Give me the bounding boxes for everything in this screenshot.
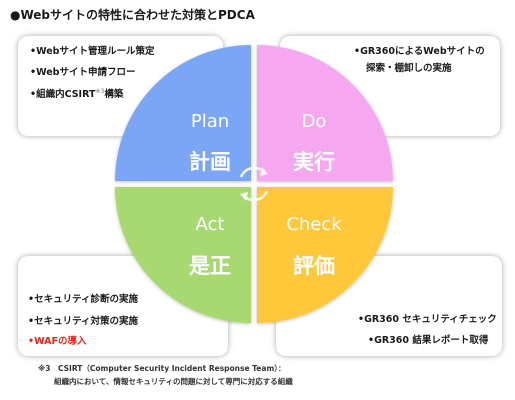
footnote-csirt-definition: 組織内において、情報セキュリティの問題に対して専門に対応する組織 xyxy=(54,377,293,386)
plan-label-en: Plan xyxy=(190,111,230,132)
act-label-ja: 是正 xyxy=(189,254,231,278)
act-item-waf: •WAFの導入 xyxy=(28,336,87,347)
plan-item-flow: •Webサイト申請フロー xyxy=(30,67,136,78)
footnote-csirt: ※3 CSIRT（Computer Security Incident Resp… xyxy=(38,364,286,373)
plan-item-csirt-suffix: 構築 xyxy=(104,89,124,101)
plan-item-csirt-label: •組織内CSIRT xyxy=(30,89,96,101)
plan-item-csirt: •組織内CSIRT※3構築 xyxy=(30,88,123,101)
check-quadrant xyxy=(257,187,393,323)
act-item-diagnosis: •セキュリティ診断の実施 xyxy=(28,294,139,305)
act-label-en: Act xyxy=(195,214,225,235)
do-item-inventory: 探索・棚卸しの実施 xyxy=(366,63,452,74)
act-quadrant xyxy=(115,187,251,323)
circular-arrows-icon xyxy=(239,166,269,202)
plan-quadrant xyxy=(115,45,251,181)
act-item-measures: •セキュリティ対策の実施 xyxy=(28,316,139,327)
do-label-en: Do xyxy=(301,111,327,132)
check-item-report: •GR360 結果レポート取得 xyxy=(368,335,489,346)
plan-item-rules: •Webサイト管理ルール策定 xyxy=(30,46,155,57)
do-label-ja: 実行 xyxy=(293,150,335,174)
do-item-discovery: •GR360によるWebサイトの xyxy=(354,46,485,57)
page-title: ●Webサイトの特性に合わせた対策とPDCA xyxy=(10,8,255,22)
check-label-ja: 評価 xyxy=(293,254,335,278)
plan-item-csirt-note: ※3 xyxy=(95,88,105,95)
do-quadrant xyxy=(257,45,393,181)
plan-label-ja: 計画 xyxy=(189,150,231,174)
check-item-security: •GR360 セキュリティチェック xyxy=(358,314,497,325)
check-label-en: Check xyxy=(286,214,342,235)
